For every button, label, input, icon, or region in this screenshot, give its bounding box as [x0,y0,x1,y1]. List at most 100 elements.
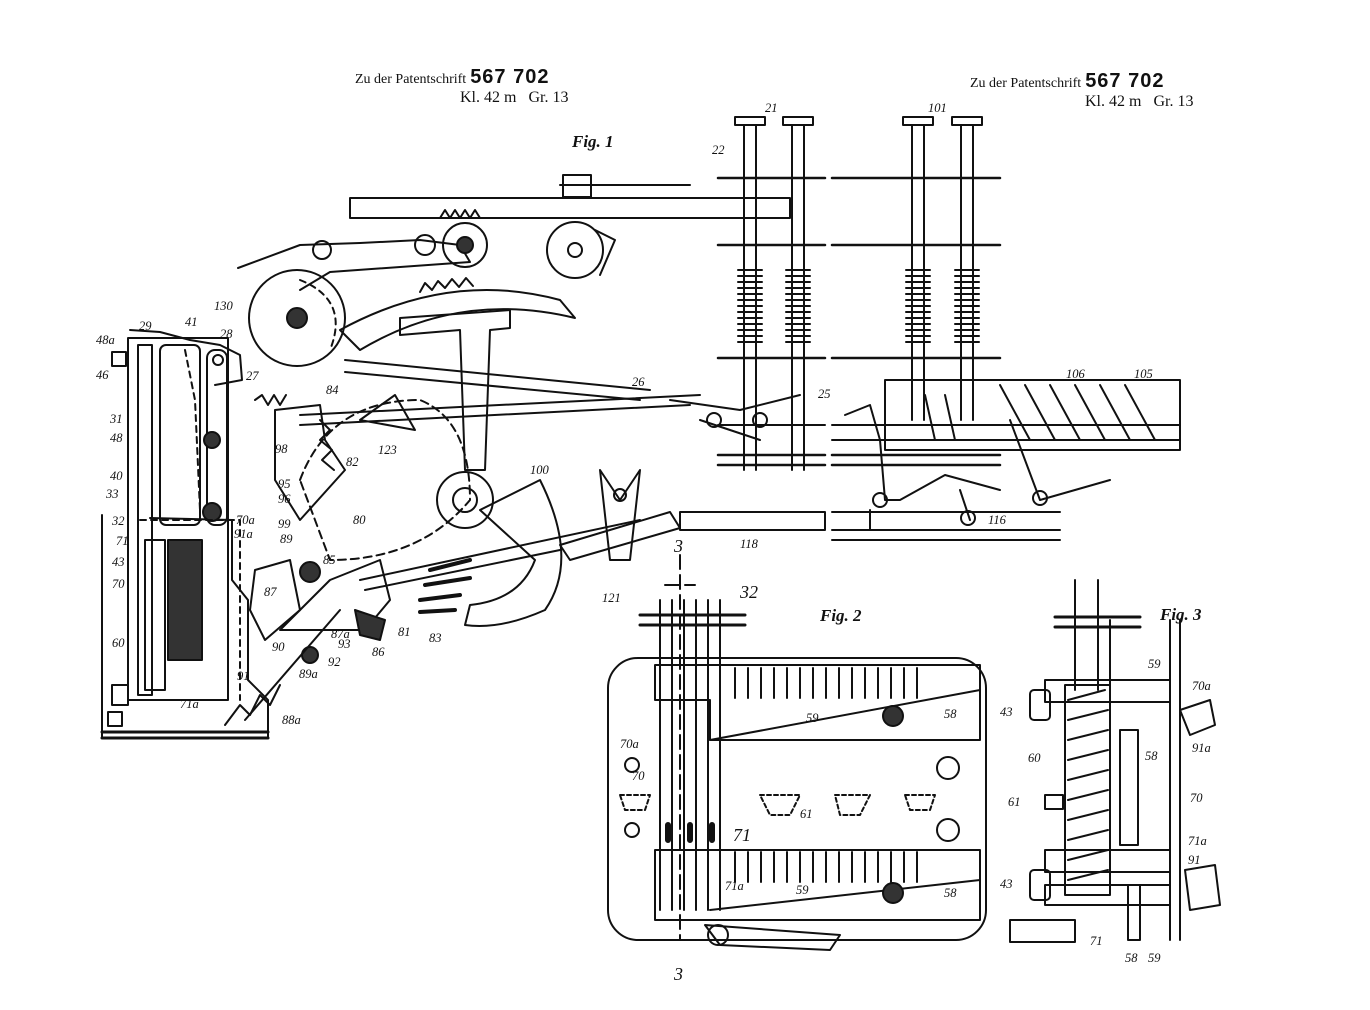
fig1-label: 85 [323,553,336,567]
fig1-gear-small [442,222,488,268]
fig1-lever-86 [354,609,386,641]
fig3-label: 61 [1008,795,1021,809]
fig1-bar-118b [679,511,826,531]
fig1-crank-25 [669,394,801,441]
fig2-diag-59b [709,879,981,911]
fig1-ratchet [319,419,335,471]
fig1-label: 46 [96,368,109,382]
header-left-class: Kl. 42 m [460,89,517,106]
fig1-title: Fig. 1 [572,132,614,151]
fig3-vertical-bar [1074,579,1111,691]
fig3-label: 71a [1188,834,1207,848]
fig2-title: Fig. 2 [820,606,862,625]
fig2-dashed-61 [619,794,936,816]
fig1-linkage-116 [844,404,1111,531]
fig1-label: 82 [346,455,359,469]
fig1-label: 100 [530,463,550,477]
header-right-number: 567 702 [1085,70,1165,92]
fig1-foot-block [111,684,129,706]
fig1-rod-clamp [562,174,592,198]
fig2-handle-pivot [707,924,729,946]
fig1-rail-upper [717,424,1181,441]
fig1-stack-block [167,539,203,661]
header-right: Zu der Patentschrift 567 702 Kl. 42 m Gr… [970,70,1193,111]
fig2-screw-a [882,705,904,727]
fig1-latch [599,469,641,561]
fig1-label: 93 [338,637,351,651]
fig2-labels: 3 3 32 59 58 70a 70 61 71 71a 59 58 [620,536,957,984]
fig1-t-lever [399,309,511,471]
fig1-label: 84 [326,383,339,397]
fig1-label: 70a [236,513,255,527]
fig2-hole-a [624,757,640,773]
fig3-mechanism [1009,579,1221,943]
fig1-comb-slots [924,384,1156,441]
fig2-label: 58 [944,707,957,721]
fig1-rail-lower [831,511,1061,541]
fig1-label: 27 [246,369,259,383]
fig1-label: 83 [429,631,442,645]
fig2-screw-b [882,882,904,904]
fig1-label: 106 [1066,367,1086,381]
fig2-screw-d [936,818,960,842]
fig2-upper-rack [654,664,981,741]
fig1-pivot-116b [960,510,976,526]
fig2-mechanism [607,554,987,951]
fig1-sector-arc [339,289,576,351]
fig3-bolt [1009,919,1076,943]
fig1-lever-84 [274,404,346,521]
fig1-pivot-25b [752,412,768,428]
fig1-hub-main [436,471,494,529]
fig1-triangle-123 [359,394,416,431]
header-left-prefix: Zu der Patentschrift [355,72,467,87]
fig3-rail-right [1169,619,1181,941]
fig3-hatch [1067,689,1109,881]
fig2-diag-59a [709,689,981,741]
fig1-sector-arc-teeth [419,277,474,293]
fig1-label: 48a [96,333,115,347]
fig1-top-rack [349,197,791,219]
fig1-dash-guide-2 [139,519,241,701]
fig1-gear-right [546,221,604,279]
fig1-label: 89a [299,667,318,681]
fig1-pivot-85 [299,561,321,583]
header-left-number: 567 702 [470,66,550,88]
fig1-pivot-33 [202,502,222,522]
fig1-label: 32 [111,514,125,528]
fig3-nub-61 [1044,794,1064,810]
fig1-label: 29 [139,319,152,333]
fig1-label: 21 [765,101,778,115]
fig3-label: 58 [1145,749,1158,763]
fig1-rod-89a [244,609,341,721]
fig1-label: 22 [712,143,725,157]
fig1-link-lower [359,519,641,591]
fig1-pivot-31 [203,431,221,449]
fig3-label: 91a [1192,741,1211,755]
fig1-mechanism [100,116,1181,740]
fig3-label: 43 [1000,705,1013,719]
fig3-upper-bar [1044,679,1171,703]
fig2-label: 59 [806,711,819,725]
fig1-small-block [111,351,127,367]
fig1-bottom-pin [107,711,123,727]
fig3-label: 70a [1192,679,1211,693]
fig1-label: 70 [112,577,125,591]
fig1-label: 48 [110,431,123,445]
fig3-pawl-91 [1184,864,1221,911]
fig1-label: 91 [237,669,250,683]
fig1-lever-81 [279,559,391,631]
fig1-quadrant-121 [464,479,563,627]
fig1-pawl-90 [249,559,301,641]
header-right-prefix: Zu der Patentschrift [970,76,1082,91]
fig1-comb-105 [884,379,1181,451]
fig1-label: 116 [988,513,1007,527]
fig1-label: 71a [180,697,199,711]
fig1-dash-guide [184,349,201,511]
fig1-hub-main-inner [452,487,478,513]
fig1-pivot-425 [414,234,436,256]
fig2-label: 58 [944,886,957,900]
fig3-label: 58 [1125,951,1138,965]
fig1-pivot-25a [706,412,722,428]
fig1-pivot-88 [301,646,319,664]
